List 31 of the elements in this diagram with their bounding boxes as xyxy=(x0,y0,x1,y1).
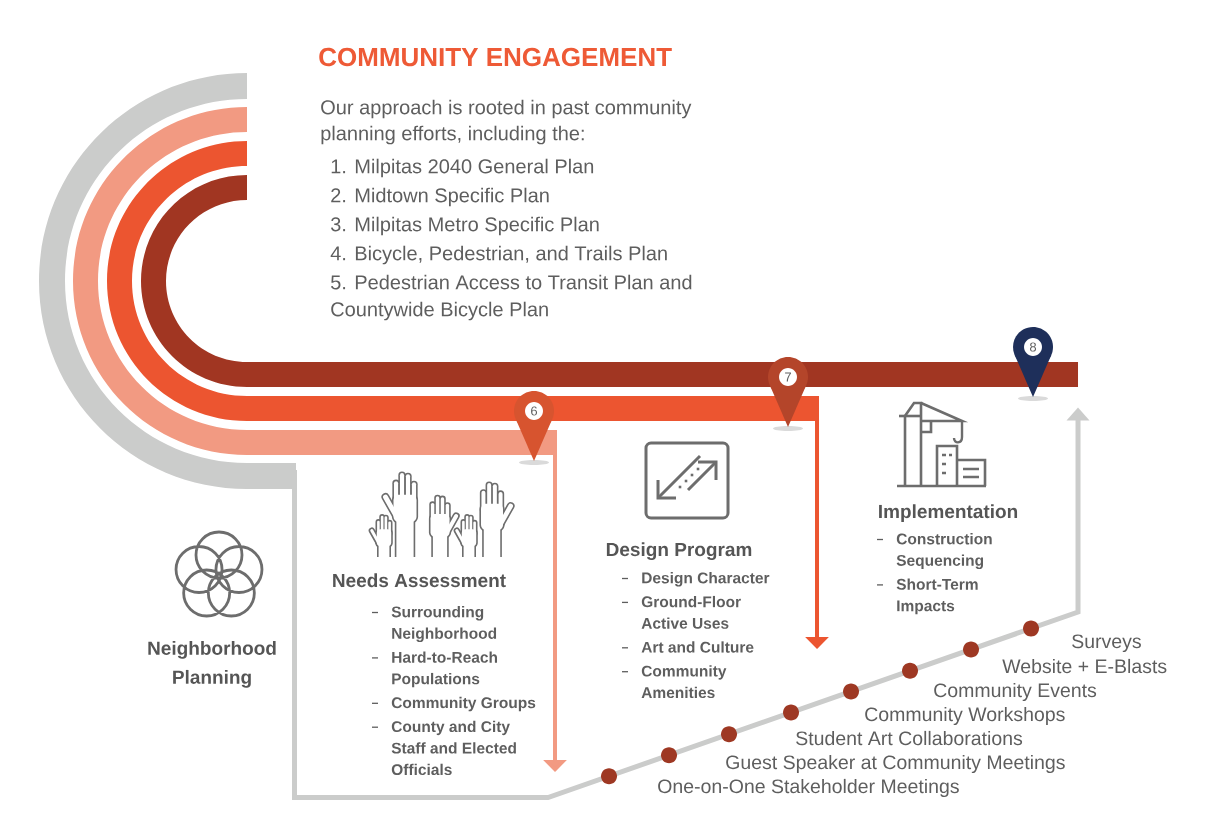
activity-label: Community Events xyxy=(934,682,1097,702)
activity-label: Community Workshops xyxy=(865,706,1065,726)
list-item: 4. Bicycle, Pedestrian, and Trails Plan xyxy=(330,245,667,265)
list-item: Ground-Floor Active Uses xyxy=(641,595,741,629)
list-item: Design Character xyxy=(642,572,770,587)
activity-label: Website + E-Blasts xyxy=(1002,658,1167,674)
map-pin: 8 xyxy=(1013,327,1053,401)
list-item: 2. Midtown Specific Plan xyxy=(331,187,549,207)
section-heading: Neighborhood Planning xyxy=(148,640,276,688)
list-item: 5. Pedestrian Access to Transit Plan and Countywide Bicycle Plan xyxy=(331,274,692,321)
list-item: 1. Milpitas 2040 General Plan xyxy=(331,158,594,178)
activity-label: Student Art Collaborations xyxy=(796,730,1023,746)
list-item: Construction Sequencing xyxy=(896,533,992,570)
intro-text: Our approach is rooted in past community planning efforts, including the: xyxy=(321,99,692,145)
list-item: Community Amenities xyxy=(641,665,727,699)
activity-label: One-on-One Stakeholder Meetings xyxy=(658,778,959,798)
title: COMMUNITY ENGAGEMENT xyxy=(319,47,672,67)
map-pin: 6 xyxy=(514,391,554,465)
list-item: Art and Culture xyxy=(641,641,754,653)
list-item: Surrounding Neighborhood xyxy=(391,606,497,643)
section-heading: Needs Assessment xyxy=(333,573,506,588)
list-item: 3. Milpitas Metro Specific Plan xyxy=(330,216,599,236)
activity-label: Surveys xyxy=(1072,634,1141,653)
list-item: Hard-to-Reach Populations xyxy=(392,651,497,688)
activity-label: Guest Speaker at Community Meetings xyxy=(726,754,1065,774)
map-pin: 7 xyxy=(768,357,808,431)
list-item: Short-Term Impacts xyxy=(896,578,978,615)
section-heading: Design Program xyxy=(606,542,752,561)
section-heading: Implementation xyxy=(879,504,1018,522)
list-item: Community Groups xyxy=(391,696,536,712)
list-item: County and City Staff and Elected Officials xyxy=(391,720,516,776)
